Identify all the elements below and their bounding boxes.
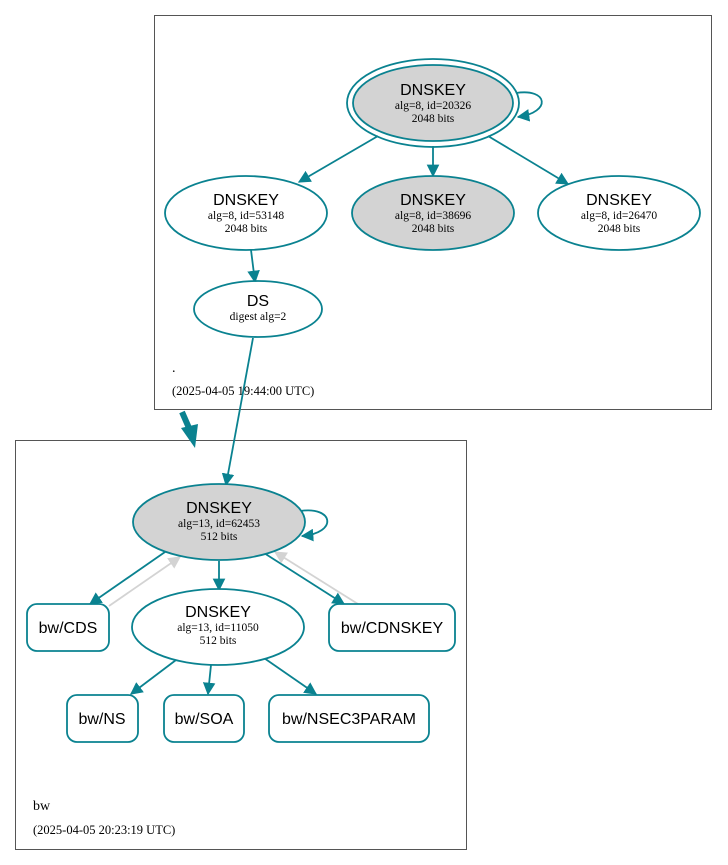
root-zsk-26470-node[interactable]: DNSKEY alg=8, id=26470 2048 bits [537, 175, 701, 251]
edge-root-ksk-zsk1 [297, 135, 379, 183]
bw-ksk-alg: alg=13, id=62453 [178, 518, 260, 530]
root-zsk3-bits: 2048 bits [598, 223, 641, 235]
root-zsk-38696-node[interactable]: DNSKEY alg=8, id=38696 2048 bits [351, 175, 515, 251]
edge-root-ksk-zsk3 [487, 135, 570, 185]
root-zsk3-title: DNSKEY [586, 192, 652, 209]
root-ksk-bits: 2048 bits [412, 113, 455, 125]
root-zone-name: . [172, 361, 176, 376]
bw-ns-node[interactable]: bw/NS [66, 694, 139, 743]
bw-zsk-title: DNSKEY [185, 604, 251, 621]
edge-bw-ksk-cds [88, 551, 166, 605]
edge-bw-ksk-cdnskey [263, 552, 346, 605]
root-zsk1-title: DNSKEY [213, 192, 279, 209]
bw-nsec3param-label: bw/NSEC3PARAM [282, 711, 416, 728]
root-ksk-node[interactable]: DNSKEY alg=8, id=20326 2048 bits [346, 58, 520, 148]
bw-cds-label: bw/CDS [39, 620, 98, 637]
bw-ksk-title: DNSKEY [186, 500, 252, 517]
edge-root-ksk-self [515, 91, 543, 122]
root-zsk2-title: DNSKEY [400, 192, 466, 209]
ds-title: DS [247, 293, 269, 310]
bw-cds-node[interactable]: bw/CDS [26, 603, 110, 652]
bw-zsk-bits: 512 bits [200, 635, 237, 647]
bw-ksk-bits: 512 bits [201, 531, 238, 543]
bw-cdnskey-label: bw/CDNSKEY [341, 620, 444, 637]
ds-node[interactable]: DS digest alg=2 [193, 280, 323, 338]
edge-bw-ksk-self [299, 509, 329, 542]
edge-bw-zsk-ns [129, 659, 177, 695]
root-zsk3-alg: alg=8, id=26470 [581, 210, 657, 222]
edge-zsk1-ds [247, 249, 260, 284]
edge-bw-zsk-nsec3param [263, 657, 318, 695]
bw-soa-label: bw/SOA [175, 711, 234, 728]
bw-zone-timestamp: (2025-04-05 20:23:19 UTC) [33, 823, 175, 837]
bw-zsk-alg: alg=13, id=11050 [177, 622, 259, 634]
root-zsk2-bits: 2048 bits [412, 223, 455, 235]
bw-nsec3param-node[interactable]: bw/NSEC3PARAM [268, 694, 430, 743]
root-ksk-alg: alg=8, id=20326 [395, 100, 471, 112]
bw-zsk-node[interactable]: DNSKEY alg=13, id=11050 512 bits [131, 588, 305, 666]
edge-cdnskey-bw-ksk [273, 551, 359, 605]
root-zone-cluster [154, 15, 712, 410]
root-zsk1-alg: alg=8, id=53148 [208, 210, 284, 222]
bw-zone-cluster [15, 440, 467, 850]
bw-ksk-node[interactable]: DNSKEY alg=13, id=62453 512 bits [132, 483, 306, 561]
ds-digest: digest alg=2 [230, 311, 287, 323]
edge-ds-bw-ksk [221, 337, 254, 487]
bw-cdnskey-node[interactable]: bw/CDNSKEY [328, 603, 456, 652]
delegation-arrow [179, 410, 198, 448]
root-zsk2-alg: alg=8, id=38696 [395, 210, 471, 222]
bw-soa-node[interactable]: bw/SOA [163, 694, 245, 743]
bw-ns-label: bw/NS [78, 711, 125, 728]
root-zsk1-bits: 2048 bits [225, 223, 268, 235]
edge-cds-bw-ksk [108, 556, 182, 607]
edge-bw-zsk-soa [202, 664, 216, 696]
root-zsk-53148-node[interactable]: DNSKEY alg=8, id=53148 2048 bits [164, 175, 328, 251]
root-ksk-title: DNSKEY [400, 82, 466, 99]
bw-zone-name: bw [33, 799, 51, 814]
